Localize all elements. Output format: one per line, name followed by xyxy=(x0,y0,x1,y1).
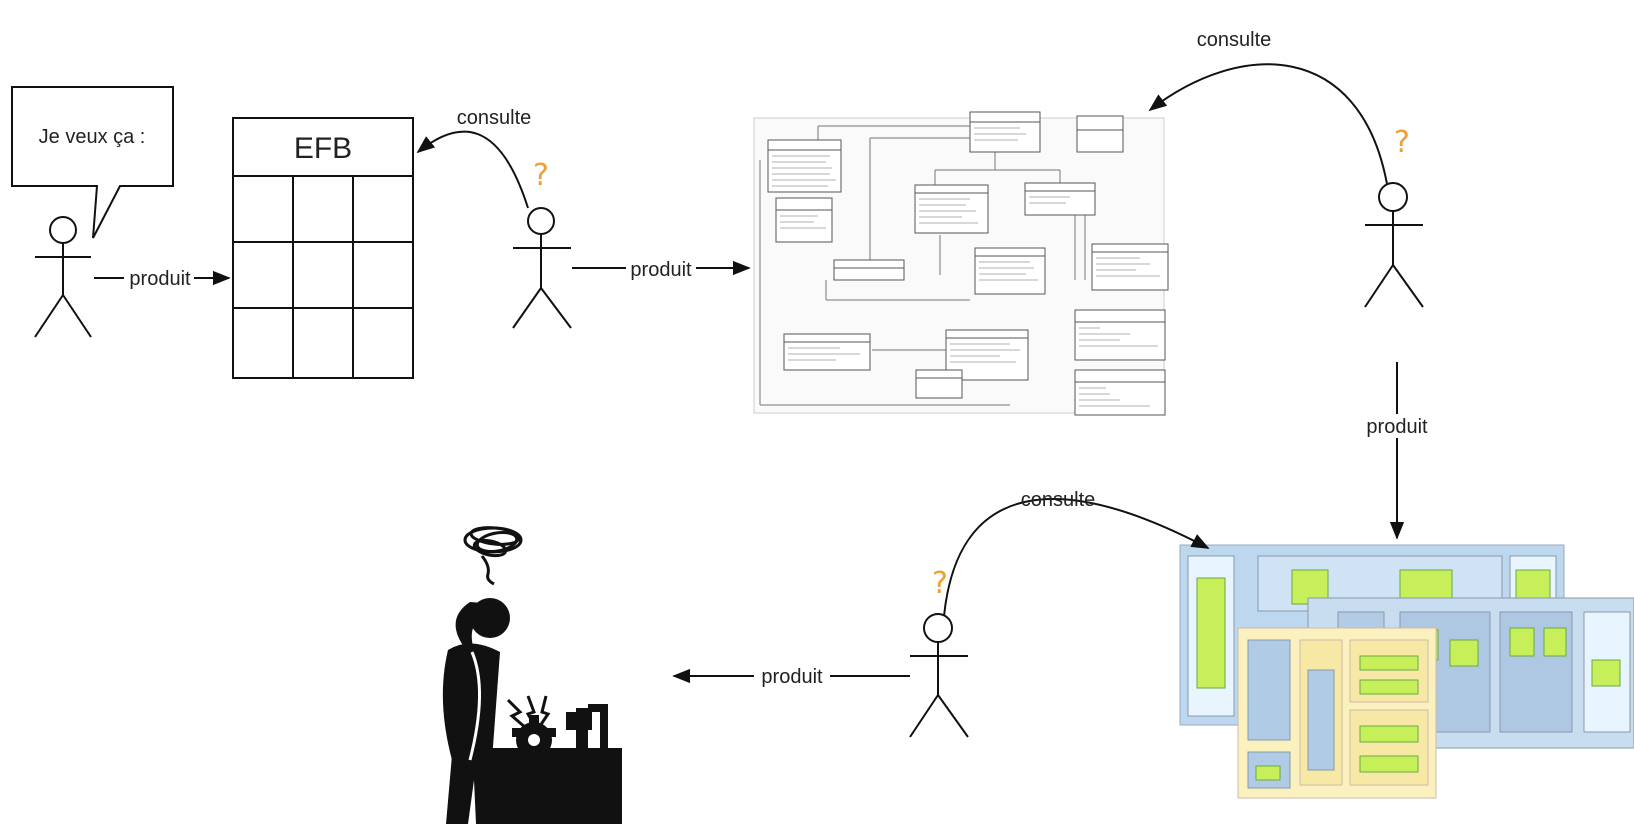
uml-class-diagram xyxy=(753,111,1169,416)
stick-figure-client xyxy=(34,216,92,338)
consulte-label-1: consulte xyxy=(457,107,532,129)
produit-arrow-3: produit xyxy=(1360,362,1434,540)
question-mark-3: ? xyxy=(932,566,948,601)
produit-label-2: produit xyxy=(630,259,692,281)
stick-figure-analyst xyxy=(512,207,572,329)
stick-figure-developer xyxy=(909,613,969,738)
produit-arrow-2: produit xyxy=(572,256,751,281)
consulte-arrow-3: consulte xyxy=(943,489,1210,617)
consulte-label-2: consulte xyxy=(1197,29,1272,51)
question-mark-1: ? xyxy=(533,158,549,193)
speech-bubble: Je veux ça : xyxy=(11,86,174,239)
produit-label-3: produit xyxy=(1366,416,1428,438)
consulte-label-3: consulte xyxy=(1021,489,1096,511)
architecture-diagrams xyxy=(1179,544,1634,799)
produit-arrow-4: produit xyxy=(672,664,910,688)
efb-title: EFB xyxy=(294,132,352,165)
question-mark-2: ? xyxy=(1394,125,1410,160)
stick-figure-architect xyxy=(1364,182,1424,308)
bubble-text: Je veux ça : xyxy=(39,126,146,148)
produit-arrow-1: produit xyxy=(94,266,231,290)
produit-label-1: produit xyxy=(129,268,191,290)
produit-label-4: produit xyxy=(761,666,823,688)
consulte-arrow-2: consulte xyxy=(1148,29,1388,185)
consulte-arrow-1: consulte xyxy=(416,107,532,209)
efb-table xyxy=(232,117,414,379)
frustrated-person-icon xyxy=(442,526,622,824)
